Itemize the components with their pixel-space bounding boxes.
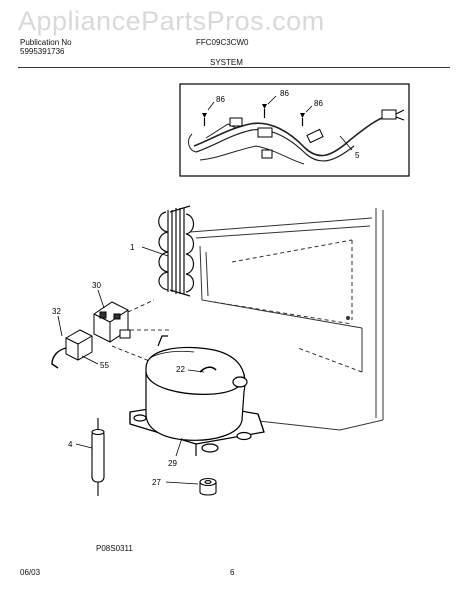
callout-29: 29 [168, 459, 177, 468]
cabinet-outline [189, 208, 384, 431]
section-title: SYSTEM [210, 58, 243, 67]
callout-86-right: 86 [314, 99, 323, 108]
callout-30: 30 [92, 281, 101, 290]
publication-number: 5995391736 [20, 47, 65, 56]
callout-1: 1 [130, 243, 135, 252]
grommet [199, 477, 217, 496]
watermark-text: AppliancePartsPros.com [18, 6, 325, 36]
callout-86-left: 86 [216, 95, 225, 104]
header-rule [18, 67, 450, 68]
wiring-harness-inset [179, 83, 410, 177]
relay-overload-assembly [51, 301, 131, 369]
callout-22: 22 [176, 365, 185, 374]
filter-drier [91, 418, 105, 496]
callout-55: 55 [100, 361, 109, 370]
compressor [129, 335, 265, 456]
footer-page-number: 6 [230, 568, 235, 577]
callout-86-middle: 86 [280, 89, 289, 98]
condenser-coil [158, 205, 195, 297]
callout-4: 4 [68, 440, 73, 449]
footer-date: 06/03 [20, 568, 41, 577]
callout-27: 27 [152, 478, 161, 487]
publication-label: Publication No [20, 38, 72, 47]
figure-code: P08S0311 [96, 544, 133, 553]
callout-5: 5 [355, 151, 360, 160]
callout-32: 32 [52, 307, 61, 316]
relay-alignment-lines [111, 299, 170, 363]
model-number: FFC09C3CW0 [196, 38, 249, 47]
